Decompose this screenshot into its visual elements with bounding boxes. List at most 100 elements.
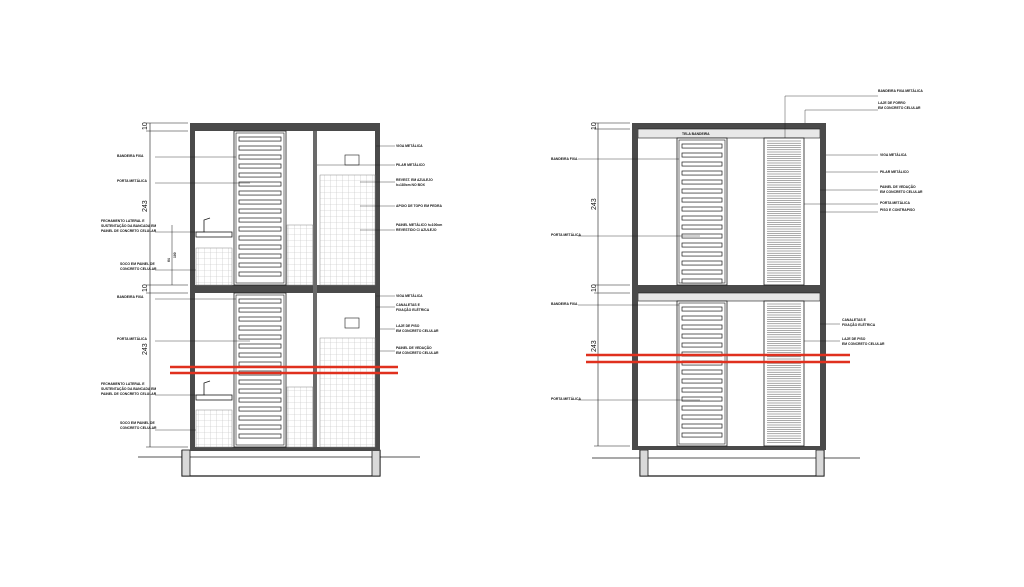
door-slat	[238, 181, 282, 187]
right-section: TELA BANDEIRA 10 243 10 243 BANDEIR	[551, 88, 923, 477]
door-slat	[681, 414, 723, 420]
label-laje-piso-b: EM CONCRETO CELULAR	[396, 329, 439, 333]
label-r-canaletas-b: FIXAÇÃO ELÉTRICA	[842, 322, 876, 327]
label-soco-2a: SOCO EM PAINEL DE	[120, 421, 155, 425]
door-slat	[681, 251, 723, 257]
door-slat	[681, 143, 723, 149]
door-slat	[238, 433, 282, 439]
door-slat	[238, 271, 282, 277]
label-fechamento-1c: PAINEL DE CONCRETO CELULAR	[101, 229, 157, 233]
door-slat	[681, 242, 723, 248]
door-slat	[238, 208, 282, 214]
door-slat	[238, 352, 282, 358]
door-slat	[681, 378, 723, 384]
door-slat	[238, 343, 282, 349]
label-tela-bandeira: TELA BANDEIRA	[682, 132, 710, 136]
door-slat	[681, 224, 723, 230]
label-porta-metalica-2: PORTA METÁLICA	[117, 336, 147, 341]
dim-top-slab: 10	[142, 122, 149, 130]
door-slat	[238, 379, 282, 385]
label-pilar-metalico: PILAR METÁLICO	[396, 162, 425, 167]
door-slat	[238, 334, 282, 340]
label-r-laje-piso-a: LAJE DE PISO	[842, 337, 866, 341]
door-slat	[238, 217, 282, 223]
label-bandeira-fixa-2: BANDEIRA FIXA	[117, 295, 144, 299]
door-slat	[238, 244, 282, 250]
label-r-porta-metalica: PORTA METÁLICA	[880, 200, 910, 205]
dim-upper-floor-r: 243	[591, 198, 598, 210]
door-slat	[681, 179, 723, 185]
label-r-painel-vedacao-b: EM CONCRETO CELULAR	[880, 190, 923, 194]
label-fechamento-1b: SUSTENTAÇÃO DA BANCADA EM	[101, 223, 156, 228]
door-slat	[238, 136, 282, 142]
door-slat	[681, 306, 723, 312]
label-soco-2b: CONCRETO CELULAR	[120, 426, 157, 430]
door-slat	[681, 269, 723, 275]
door-slat	[681, 369, 723, 375]
dim-upper-floor: 243	[142, 200, 149, 212]
label-laje-piso-a: LAJE DE PISO	[396, 324, 420, 328]
roof-slab	[190, 123, 380, 131]
label-r-piso-contrapiso: PISO E CONTRAPISO	[880, 208, 915, 212]
door-slat	[238, 235, 282, 241]
door-slat	[238, 415, 282, 421]
door-slat	[238, 397, 282, 403]
label-r-laje-piso-b: EM CONCRETO CELULAR	[842, 342, 885, 346]
door-slat	[238, 253, 282, 259]
dim-lower-floor-r: 243	[591, 340, 598, 352]
label-bandeira-fixa-1: BANDEIRA FIXA	[117, 154, 144, 158]
label-laje-forro-a: LAJE DE FORRO	[878, 101, 906, 105]
label-fechamento-1a: FECHAMENTO LATERAL E	[101, 219, 145, 223]
door-slat	[238, 406, 282, 412]
door-slat	[238, 298, 282, 304]
section-cut-line-right	[586, 353, 850, 364]
door-slat	[681, 278, 723, 284]
label-fechamento-2c: PAINEL DE CONCRETO CELULAR	[101, 392, 157, 396]
label-fechamento-2a: FECHAMENTO LATERAL E	[101, 382, 145, 386]
door-slat	[238, 190, 282, 196]
label-painel-vedacao-b: EM CONCRETO CELULAR	[396, 351, 439, 355]
label-soco-1a: SOCO EM PAINEL DE	[120, 262, 155, 266]
door-slat	[681, 161, 723, 167]
label-r-bandeira-fixa-2: BANDEIRA FIXA	[551, 302, 578, 306]
door-slat	[238, 262, 282, 268]
dim-sink-2: 100	[173, 252, 177, 258]
label-painel-metalico-a: PAINEL METÁLICO h=100cm	[396, 222, 442, 227]
door-slat	[238, 172, 282, 178]
label-laje-forro-b: EM CONCRETO CELULAR	[878, 106, 921, 110]
label-revest-azulejo-a: REVEST. EM AZULEJO	[396, 178, 433, 182]
door-slat	[681, 396, 723, 402]
label-r-pilar-metalico: PILAR METÁLICO	[880, 169, 909, 174]
label-bandeira-fixa-metalica: BANDEIRA FIXA METÁLICA	[878, 88, 923, 93]
steel-column	[313, 131, 317, 447]
door-slat	[681, 387, 723, 393]
door-slat	[681, 170, 723, 176]
label-viga-metalica-2: VIGA METÁLICA	[396, 293, 423, 298]
door-slat	[681, 206, 723, 212]
door-slat	[681, 260, 723, 266]
door-slat	[238, 424, 282, 430]
door-slat	[681, 333, 723, 339]
label-revest-azulejo-b: h=180cm NO BOX	[396, 183, 426, 187]
label-r-porta-metalica-1: PORTA METÁLICA	[551, 232, 581, 237]
dim-top-slab-r: 10	[591, 122, 598, 130]
section-cut-line-left	[170, 365, 398, 375]
label-r-porta-metalica-2: PORTA METÁLICA	[551, 396, 581, 401]
sink-counter-lower	[195, 394, 233, 401]
label-painel-vedacao-a: PAINEL DE VEDAÇÃO	[396, 345, 432, 350]
label-canaletas-b: FIXAÇÃO ELÉTRICA	[396, 307, 430, 312]
door-slat	[238, 316, 282, 322]
label-apoio-pedra: APOIO DE TOPO EM PEDRA	[396, 204, 442, 208]
door-slat	[681, 152, 723, 158]
left-section: 10 243 10 243 64 100 BANDEIRA FIXA PORTA…	[101, 122, 442, 477]
door-slat	[238, 361, 282, 367]
door-slat	[681, 197, 723, 203]
door-slat	[238, 325, 282, 331]
door-slat	[681, 215, 723, 221]
dim-mid-slab-r: 10	[591, 284, 598, 292]
door-slat	[681, 342, 723, 348]
door-slat	[238, 388, 282, 394]
label-fechamento-2b: SUSTENTAÇÃO DA BANCADA EM	[101, 386, 156, 391]
door-slat	[681, 432, 723, 438]
